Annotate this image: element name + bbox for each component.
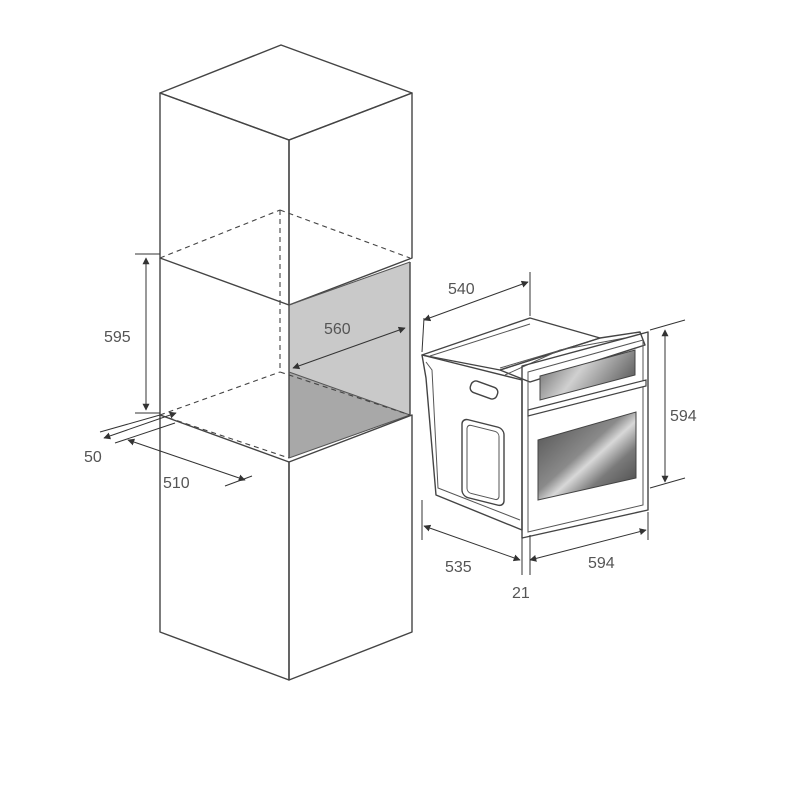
oven-body-depth-label: 535 [445,559,472,576]
cabinet-lower-right-face [288,414,413,681]
niche-height-label: 595 [104,329,131,346]
front-thickness-label: 21 [512,585,530,602]
niche-depth-label: 510 [163,475,190,492]
cabinet-top-face [159,44,413,141]
oven-side-body [421,354,523,531]
niche-offset-label: 50 [84,449,102,466]
oven-dimensions [421,272,686,575]
oven [421,317,649,539]
oven-height-label: 594 [670,408,697,425]
oven-top-vent [499,331,646,383]
oven-control-panel [539,349,636,401]
niche-floor-left [160,372,289,458]
cabinet-lower-left-face [159,414,290,681]
niche-floor [289,372,410,458]
cabinet-dimensions [99,253,406,487]
cabinet [159,44,413,681]
oven-door-glass [537,411,637,501]
oven-side-handle [469,380,499,400]
cabinet-upper-left-face [159,92,290,306]
oven-width-label: 594 [588,555,615,572]
cabinet-upper-right-face [288,92,413,306]
oven-side-window [461,418,505,507]
oven-door-handle [527,379,647,417]
niche-width-label: 560 [324,321,351,338]
oven-depth-label: 540 [448,281,475,298]
oven-front-frame [521,331,649,539]
